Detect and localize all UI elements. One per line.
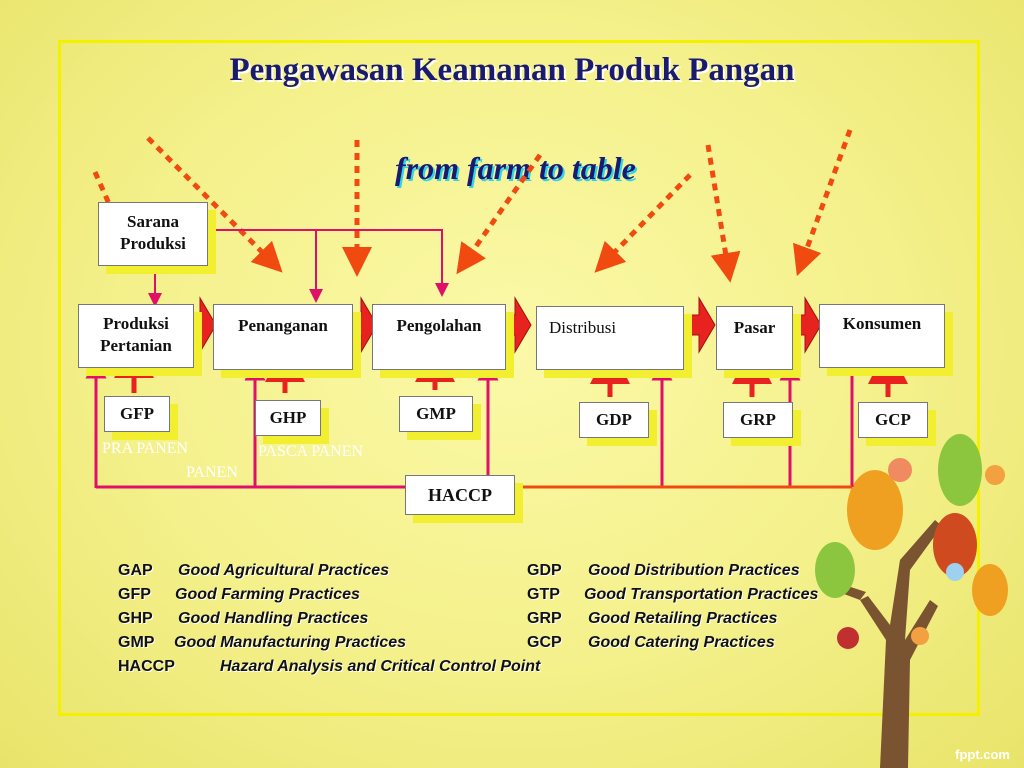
leaf-icon (972, 564, 1008, 616)
legend-item: GHP (118, 610, 153, 627)
legend-item: Good Catering Practices (588, 634, 775, 651)
legend-item: GFP (118, 586, 151, 603)
dotted-arrow (456, 153, 543, 275)
legend-item: HACCP (118, 658, 175, 675)
penanganan-box: Penanganan (213, 304, 353, 370)
panen-label: PANEN (186, 464, 238, 481)
page-title: Pengawasan Keamanan Produk Pangan (229, 52, 795, 88)
konsumen-box: Konsumen (819, 304, 945, 368)
legend-item: Good Transportation Practices (584, 586, 819, 603)
legend-item: Good Manufacturing Practices (174, 634, 407, 651)
leaf-icon (815, 542, 855, 598)
legend-item: GCP (527, 634, 562, 651)
leaf-icon (933, 513, 977, 577)
gcp-box: GCP (858, 402, 928, 438)
flower-icon (888, 458, 912, 482)
flow-arrow (791, 296, 822, 354)
dotted-arrow (793, 129, 853, 277)
pasar-box: Pasar (716, 306, 793, 370)
haccp-box: HACCP (405, 475, 515, 515)
legend-item: Good Distribution Practices (588, 562, 800, 579)
produksi-pertanian-box: Produksi Pertanian (78, 304, 194, 368)
distribusi-box: Distribusi (536, 306, 684, 370)
legend-item: Hazard Analysis and Critical Control Poi… (220, 658, 541, 675)
flow-arrow (501, 296, 532, 354)
gfp-box: GFP (104, 396, 170, 432)
flower-icon (837, 627, 859, 649)
leaf-icon (847, 470, 903, 550)
legend-item: GRP (527, 610, 562, 627)
leaf-icon (938, 434, 982, 506)
gmp-box: GMP (399, 396, 473, 432)
ghp-box: GHP (255, 400, 321, 436)
legend-item: Good Agricultural Practices (178, 562, 390, 579)
legend-item: GMP (118, 634, 155, 651)
legend-item: Good Handling Practices (178, 610, 369, 627)
grp-box: GRP (723, 402, 793, 438)
legend-item: Good Farming Practices (175, 586, 360, 603)
flow-arrow (685, 296, 716, 354)
pengolahan-box: Pengolahan (372, 304, 506, 370)
dotted-arrow (705, 144, 741, 283)
flower-icon (985, 465, 1005, 485)
legend-item: Good Retailing Practices (588, 610, 778, 627)
dotted-arrow (146, 136, 283, 273)
page-subtitle: from farm to table (395, 150, 636, 186)
pra-panen-label: PRA PANEN (102, 440, 189, 457)
flower-icon (946, 563, 964, 581)
sarana-produksi-box: Sarana Produksi (98, 202, 208, 266)
flower-icon (911, 627, 929, 645)
gdp-box: GDP (579, 402, 649, 438)
legend-item: GDP (527, 562, 562, 579)
dotted-arrow (594, 173, 692, 273)
slide-frame (58, 40, 980, 716)
pasca-panen-label: PASCA PANEN (258, 443, 364, 460)
legend-item: GAP (118, 562, 153, 579)
watermark: fppt.com (955, 747, 1010, 762)
legend-item: GTP (527, 586, 560, 603)
